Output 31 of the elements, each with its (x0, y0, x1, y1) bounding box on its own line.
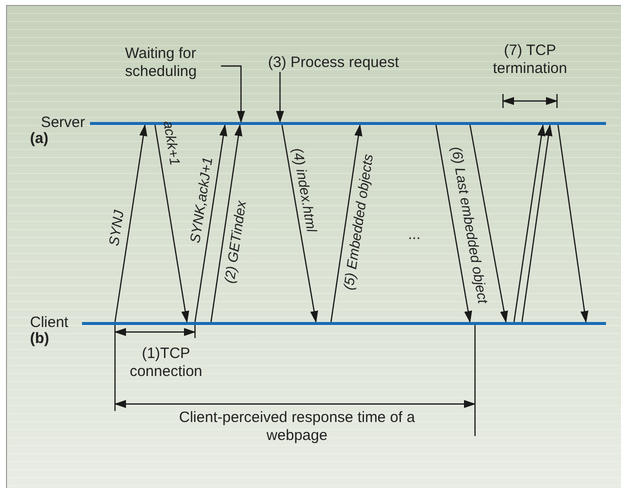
message-label: (4) index.html (290, 146, 320, 234)
dimension-label: (1)TCP connection (128, 345, 204, 381)
message-arrow (154, 124, 190, 323)
annotation-text: Waiting for scheduling (125, 45, 221, 81)
dimension-label: (7) TCP termination (492, 42, 568, 78)
message-arrow (521, 124, 552, 322)
message-arrow (114, 124, 148, 322)
message-label: (5) Embedded objects (340, 153, 376, 291)
panel-label: (b) (30, 330, 50, 348)
message-arrow (194, 124, 228, 322)
message-label: ackk+1 (160, 120, 184, 166)
message-arrow (435, 124, 472, 323)
leader-arrow (221, 65, 245, 123)
message-label: SYNJ (106, 209, 127, 247)
message-arrow (330, 124, 362, 322)
lifeline-label: Server (40, 114, 85, 132)
message-arrow (557, 124, 588, 323)
annotation-text: (3) Process request (268, 54, 399, 72)
message-label: SYNK,ackJ+1 (186, 156, 216, 244)
message-arrow (513, 124, 546, 322)
dimension-label: Client-perceived response time of a webpage (178, 409, 416, 445)
lifeline-label: Client (30, 314, 68, 332)
panel-label: (a) (30, 130, 48, 148)
message-arrow (210, 124, 242, 322)
ellipsis-text: ... (408, 226, 421, 244)
message-label: (2) GETindex (220, 200, 249, 284)
message-arrow (281, 124, 318, 323)
leader-arrow (276, 72, 284, 123)
message-label: (6) Last embedded object (448, 145, 492, 305)
message-arrow (469, 124, 508, 323)
lifeline (82, 322, 606, 325)
